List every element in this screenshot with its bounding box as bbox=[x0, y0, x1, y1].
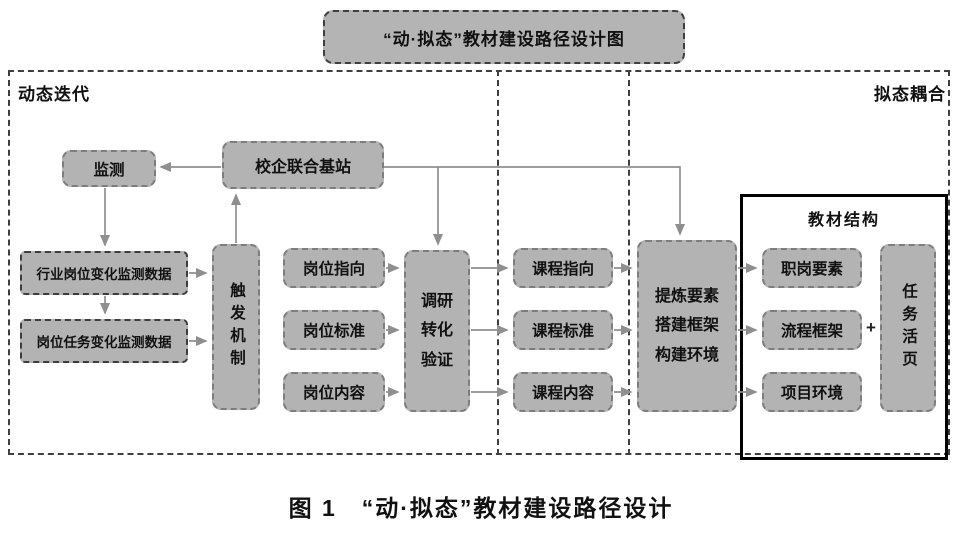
diagram-title-box: “动·拟态”教材建设路径设计图 bbox=[323, 10, 685, 64]
node-course-standard: 课程标准 bbox=[513, 310, 613, 350]
plus-sign: + bbox=[866, 318, 876, 337]
node-trigger-mechanism: 触发机制 bbox=[212, 244, 260, 410]
node-task-sheet: 任务活页 bbox=[880, 244, 936, 412]
node-industry-data: 行业岗位变化监测数据 bbox=[20, 251, 188, 295]
node-course-direction: 课程指向 bbox=[513, 248, 613, 288]
node-task-data: 岗位任务变化监测数据 bbox=[20, 319, 188, 363]
textbook-structure-label: 教材结构 bbox=[807, 212, 880, 229]
outer-dashed-frame bbox=[8, 70, 950, 455]
region-label-mimicry-coupling: 拟态耦合 bbox=[874, 85, 946, 104]
textbook-structure-box bbox=[740, 194, 948, 460]
node-base-station: 校企联合基站 bbox=[222, 141, 384, 189]
node-research-transform-verify: 调研 转化 验证 bbox=[404, 250, 470, 412]
node-course-content: 课程内容 bbox=[513, 372, 613, 412]
node-job-elements: 职岗要素 bbox=[762, 248, 862, 288]
diagram-title: “动·拟态”教材建设路径设计图 bbox=[383, 29, 625, 49]
dashed-divider-left bbox=[497, 70, 499, 455]
node-post-direction: 岗位指向 bbox=[283, 248, 385, 288]
region-label-dynamic-iteration: 动态迭代 bbox=[18, 85, 90, 104]
node-project-environment: 项目环境 bbox=[762, 372, 862, 412]
node-post-content: 岗位内容 bbox=[283, 372, 385, 412]
node-refine-build-construct: 提炼要素 搭建框架 构建环境 bbox=[637, 240, 737, 412]
node-process-frame: 流程框架 bbox=[762, 310, 862, 350]
figure-caption: 图 1 “动·拟态”教材建设路径设计 bbox=[288, 495, 674, 521]
node-monitor: 监测 bbox=[62, 150, 156, 187]
node-post-standard: 岗位标准 bbox=[283, 310, 385, 350]
dashed-divider-right bbox=[628, 70, 630, 455]
